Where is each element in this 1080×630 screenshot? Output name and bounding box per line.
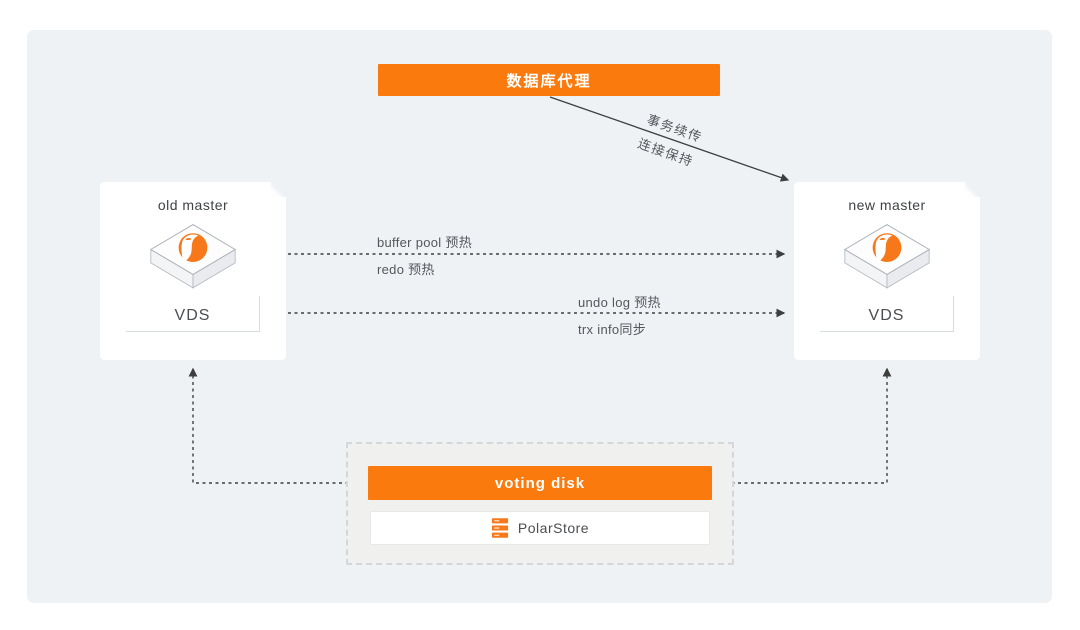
proxy-to-new-master-arrow [549,96,790,182]
voting-disk-label: voting disk [494,474,586,492]
old-master-voting-connector [188,367,362,488]
vds-cube-icon [147,220,239,302]
edge-label-trx-info-sync: trx info同步 [578,322,647,337]
polardb-logo-icon [179,233,208,262]
polarstore-label: PolarStore [517,520,590,536]
node-title: new master [848,197,926,213]
edge-label-redo-warmup: redo 预热 [377,262,435,277]
proxy-label: 数据库代理 [506,72,592,90]
node-old-master: old master VDS [100,182,286,360]
vds-cube-icon [841,220,933,302]
vds-label: VDS [174,307,211,324]
edge-label-buffer-pool-warmup: buffer pool 预热 [377,235,473,250]
polarstore-bar: PolarStore [370,511,710,545]
voting-disk-bar: voting disk [368,466,712,500]
new-master-voting-connector [718,367,892,488]
proxy-node: 数据库代理 [378,64,720,96]
edge-label-undo-log-warmup: undo log 预热 [578,295,661,310]
polarstore-icon [491,518,509,538]
node-new-master: new master VDS [794,182,980,360]
vds-label: VDS [868,307,905,324]
polardb-logo-icon [873,233,902,262]
vds-label-box: VDS [820,296,954,332]
voting-panel: voting disk PolarStore [346,442,734,565]
node-title: old master [157,197,229,213]
vds-label-box: VDS [126,296,260,332]
